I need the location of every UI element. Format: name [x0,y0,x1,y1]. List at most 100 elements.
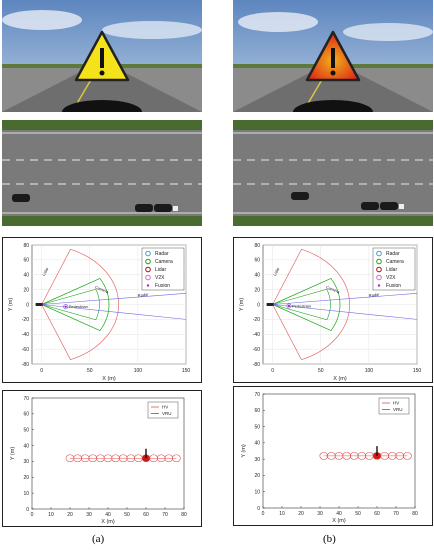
y-tick-label: 30 [254,457,260,463]
y-tick-label: 40 [23,273,29,279]
y-tick-label: 20 [23,475,29,481]
legend-label: Radar [155,251,169,257]
car [154,204,172,212]
y-tick-label: 30 [23,459,29,465]
y-tick-label: 60 [23,258,29,264]
y-tick-label: -80 [253,362,260,368]
v2x-line [272,293,418,305]
legend-marker [145,274,151,281]
legend-label: Radar [386,251,400,257]
v2x-detection [63,304,69,310]
y-tick-label: 20 [254,473,260,479]
x-tick-label: 80 [181,512,187,518]
hv-position-marker [73,454,82,463]
y-tick-label: 0 [257,506,260,512]
hv-position-marker [334,452,344,460]
car [361,202,379,210]
legend-marker [376,250,382,257]
x-tick-label: 60 [143,512,149,518]
legend-label: Lidar [386,267,397,273]
hv-position-marker [103,454,113,463]
y-tick-label: -80 [22,362,29,368]
x-tick-label: 30 [317,511,323,517]
ego-vehicle [35,303,43,306]
fusion-point [287,304,291,308]
hv-position-marker [156,454,166,463]
v2x-line [272,304,418,320]
x-tick-label: 20 [67,512,73,518]
y-axis-label: Y (m) [241,444,247,458]
y-tick-label: 70 [254,392,260,398]
hv-position-marker [380,452,389,460]
legend-box [372,247,416,291]
y-tick-label: 20 [23,287,29,293]
x-tick-label: 70 [162,512,168,518]
hv-position-marker [96,454,105,463]
y-tick-label: 0 [257,302,260,308]
car [380,202,398,210]
legend-marker [376,258,382,265]
y-tick-label: -60 [253,347,260,353]
pedestrian-marker [399,204,404,209]
road-topdown-b [233,120,433,226]
y-tick-label: 80 [23,243,29,249]
x-tick-label: 50 [355,511,361,517]
y-tick-label: 40 [254,441,260,447]
radar-label: Radar [368,291,380,298]
x-tick-label: 0 [271,368,274,374]
camera-label: Camera [325,284,341,294]
car [291,192,309,200]
y-tick-label: 50 [23,428,29,434]
hv-position-marker [118,454,128,463]
hv-position-marker [80,454,90,463]
v2x-detection [286,303,292,309]
hv-position-marker [164,454,174,463]
y-axis-label: Y (m) [10,447,16,461]
x-tick-label: 100 [365,368,374,374]
hv-position-marker [387,452,397,460]
legend-marker [377,284,381,287]
v2x-line [41,293,187,305]
hv-position-marker [342,452,351,460]
y-tick-label: -60 [22,347,29,353]
legend-box [147,401,179,419]
hv-position-marker [327,452,336,460]
pedestrian-marker [173,206,178,211]
hv-position-marker [319,452,329,460]
x-axis-label: X (m) [102,376,116,382]
y-tick-label: 40 [23,443,29,449]
hv-position-marker [403,452,412,460]
pedestrian-label: Pedestrian [292,303,311,308]
hv-position-marker [395,452,405,460]
camera-coverage [271,278,341,331]
x-tick-label: 100 [134,368,143,374]
radar-label: Radar [137,291,149,298]
x-tick-label: 0 [262,511,265,517]
legend-label: Camera [386,259,404,265]
y-tick-label: 10 [254,490,260,496]
x-axis-label: X (m) [101,519,115,525]
legend-label: HV [393,401,399,406]
x-tick-label: 0 [31,512,34,518]
y-tick-label: 40 [254,273,260,279]
x-tick-label: 70 [393,511,399,517]
hv-position-marker [357,452,367,460]
x-tick-label: 60 [374,511,380,517]
lidar-label: Lidar [272,266,281,277]
legend-marker [145,266,151,273]
y-tick-label: 80 [254,243,260,249]
y-tick-label: 60 [254,408,260,414]
legend-marker [376,266,382,273]
x-tick-label: 50 [87,368,93,374]
caption-b: (b) [323,533,336,545]
hv-position-marker [65,454,75,463]
legend-box [141,247,185,291]
y-tick-label: 70 [23,396,29,402]
x-tick-label: 10 [279,511,285,517]
x-tick-label: 30 [86,512,92,518]
x-tick-label: 10 [48,512,54,518]
y-tick-label: 0 [26,507,29,513]
legend-label: HV [162,405,168,410]
x-tick-label: 150 [182,368,191,374]
